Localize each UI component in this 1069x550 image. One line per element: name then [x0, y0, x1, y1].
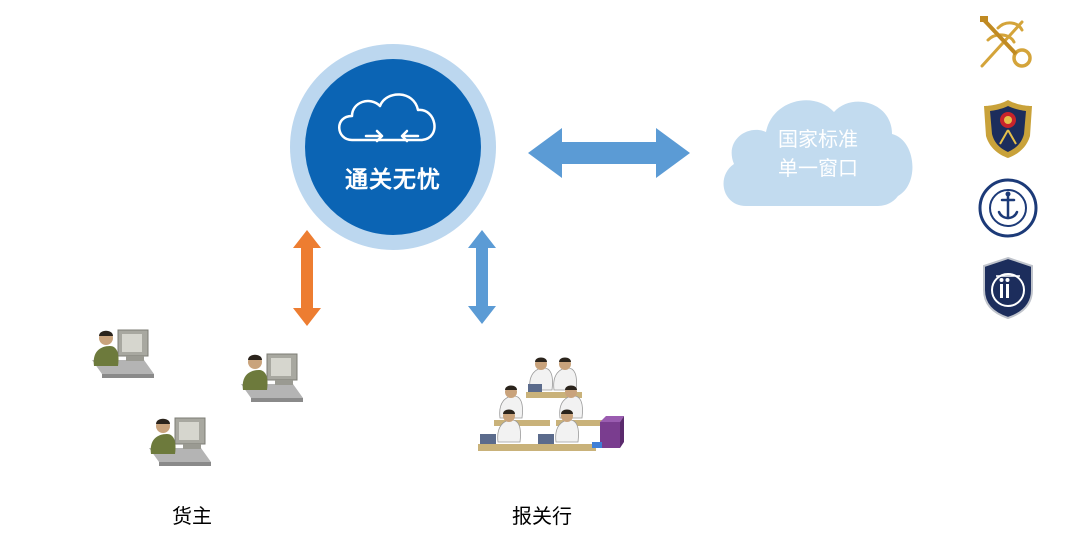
bidirectional-arrow-broker — [468, 230, 496, 324]
customs-broker-team-icon — [478, 357, 624, 451]
border-inspection-emblem-icon — [983, 256, 1033, 320]
ciq-emblem-icon — [984, 100, 1032, 158]
cargo-owner-worker-icon — [92, 329, 154, 378]
single-window-label-line1: 国家标准 — [778, 127, 858, 151]
cargo-owner-worker-icon — [241, 353, 303, 402]
bidirectional-arrow-cargo — [293, 230, 321, 326]
bidirectional-arrow-horizontal — [528, 128, 690, 178]
customs-emblem-icon — [980, 16, 1032, 68]
single-window-label: 国家标准 单一窗口 — [748, 125, 888, 183]
china-msa-emblem-icon — [978, 178, 1038, 238]
single-window-label-line2: 单一窗口 — [778, 156, 858, 180]
customs-broker-label: 报关行 — [512, 504, 572, 528]
hub-circle[interactable] — [290, 44, 496, 250]
single-window-cloud[interactable] — [716, 80, 916, 208]
cloud-sync-icon — [338, 93, 436, 143]
hub-label: 通关无忧 — [345, 167, 441, 193]
cargo-owner-worker-icon — [149, 417, 211, 466]
cargo-owner-label: 货主 — [172, 504, 212, 528]
